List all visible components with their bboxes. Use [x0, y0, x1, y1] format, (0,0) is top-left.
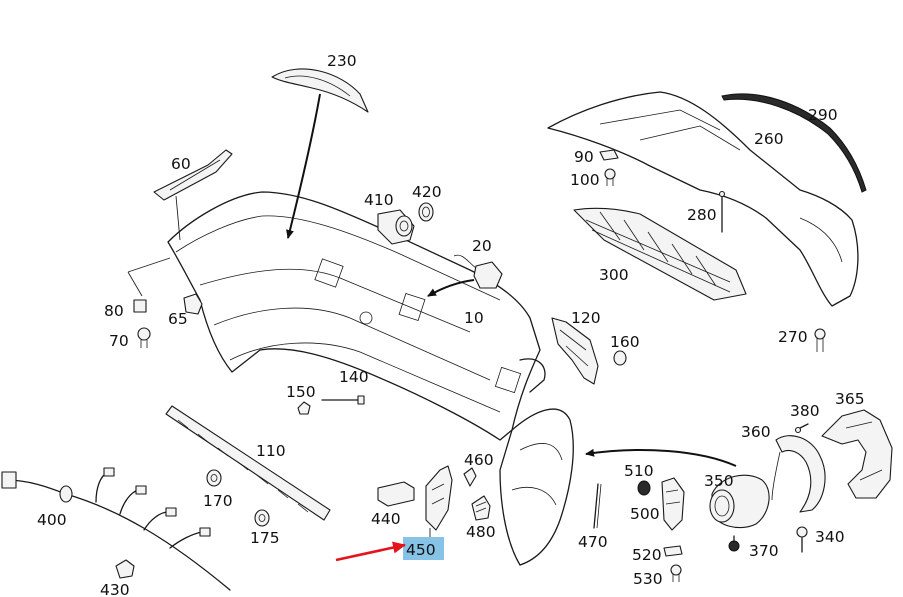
- clip-90: [599, 149, 619, 161]
- label-10: 10: [464, 309, 484, 327]
- label-175: 175: [250, 529, 280, 547]
- arrow-20: [427, 279, 475, 297]
- grille-300: [573, 207, 747, 301]
- diffuser-260: [547, 91, 859, 307]
- holder-480: [471, 495, 491, 521]
- nut-510: [637, 480, 651, 496]
- screw-380: [794, 423, 809, 434]
- clip-460: [463, 467, 477, 487]
- bumper-cover-10: [167, 191, 574, 566]
- label-110: 110: [256, 442, 286, 460]
- label-90: 90: [574, 148, 594, 166]
- cover-20: [453, 254, 503, 289]
- label-420: 420: [412, 183, 442, 201]
- label-100: 100: [570, 171, 600, 189]
- bracket-450: [425, 465, 453, 531]
- label-340: 340: [815, 528, 845, 546]
- label-380: 380: [790, 402, 820, 420]
- washer-150: [297, 401, 311, 415]
- label-500: 500: [630, 505, 660, 523]
- absorber-110: [165, 405, 331, 521]
- label-260: 260: [754, 130, 784, 148]
- nut-160: [613, 350, 627, 366]
- wiring-harness-400: [1, 467, 231, 591]
- screw-100: [604, 168, 616, 186]
- label-350: 350: [704, 472, 734, 490]
- clip-80: [133, 299, 147, 313]
- arrow-230-to-bumper: [286, 93, 321, 239]
- bracket-500: [661, 477, 685, 531]
- label-160: 160: [610, 333, 640, 351]
- part-labels: 230 60 410 420 20 10 80 65 70 150 140 11…: [37, 52, 865, 597]
- nut-175: [254, 509, 270, 527]
- label-150: 150: [286, 383, 316, 401]
- arrow-350: [585, 448, 737, 467]
- screw-340: [796, 526, 808, 553]
- label-365: 365: [835, 390, 865, 408]
- label-530: 530: [633, 570, 663, 588]
- rod-280: [718, 190, 726, 233]
- label-300: 300: [599, 266, 629, 284]
- tailpipe-trim-350: [709, 474, 770, 529]
- pointer-arrow: [335, 541, 406, 562]
- screw-370: [728, 535, 740, 552]
- screw-530: [670, 564, 682, 582]
- sensor-410: [377, 209, 415, 245]
- highlight-box: [403, 537, 444, 560]
- label-360: 360: [741, 423, 771, 441]
- screw-270: [814, 328, 826, 352]
- nut-170: [206, 469, 222, 487]
- bracket-65: [183, 293, 203, 315]
- label-370: 370: [749, 542, 779, 560]
- label-60: 60: [171, 155, 191, 173]
- label-270: 270: [778, 328, 808, 346]
- bolt-140: [321, 395, 365, 405]
- label-290: 290: [808, 106, 838, 124]
- connector-430: [115, 559, 135, 579]
- label-120: 120: [571, 309, 601, 327]
- label-170: 170: [203, 492, 233, 510]
- label-20: 20: [472, 237, 492, 255]
- module-440: [377, 481, 415, 507]
- label-460: 460: [464, 451, 494, 469]
- label-450: 450: [406, 541, 436, 559]
- clip-520: [663, 545, 683, 557]
- trim-strip-230: [271, 68, 369, 113]
- label-410: 410: [364, 191, 394, 209]
- label-510: 510: [624, 462, 654, 480]
- label-400: 400: [37, 511, 67, 529]
- label-70: 70: [109, 332, 129, 350]
- label-65: 65: [168, 310, 188, 328]
- label-480: 480: [466, 523, 496, 541]
- bracket-60: [153, 149, 233, 201]
- rod-470: [593, 483, 602, 529]
- bracket-360: [771, 435, 826, 513]
- label-80: 80: [104, 302, 124, 320]
- label-520: 520: [632, 546, 662, 564]
- label-470: 470: [578, 533, 608, 551]
- bracket-365: [821, 409, 893, 499]
- screw-70: [137, 327, 151, 348]
- label-230: 230: [327, 52, 357, 70]
- bracket-120: [551, 317, 599, 385]
- ring-420: [418, 202, 434, 222]
- label-140: 140: [339, 368, 369, 386]
- strip-290: [721, 93, 867, 193]
- label-280: 280: [687, 206, 717, 224]
- label-430: 430: [100, 581, 130, 597]
- label-440: 440: [371, 510, 401, 528]
